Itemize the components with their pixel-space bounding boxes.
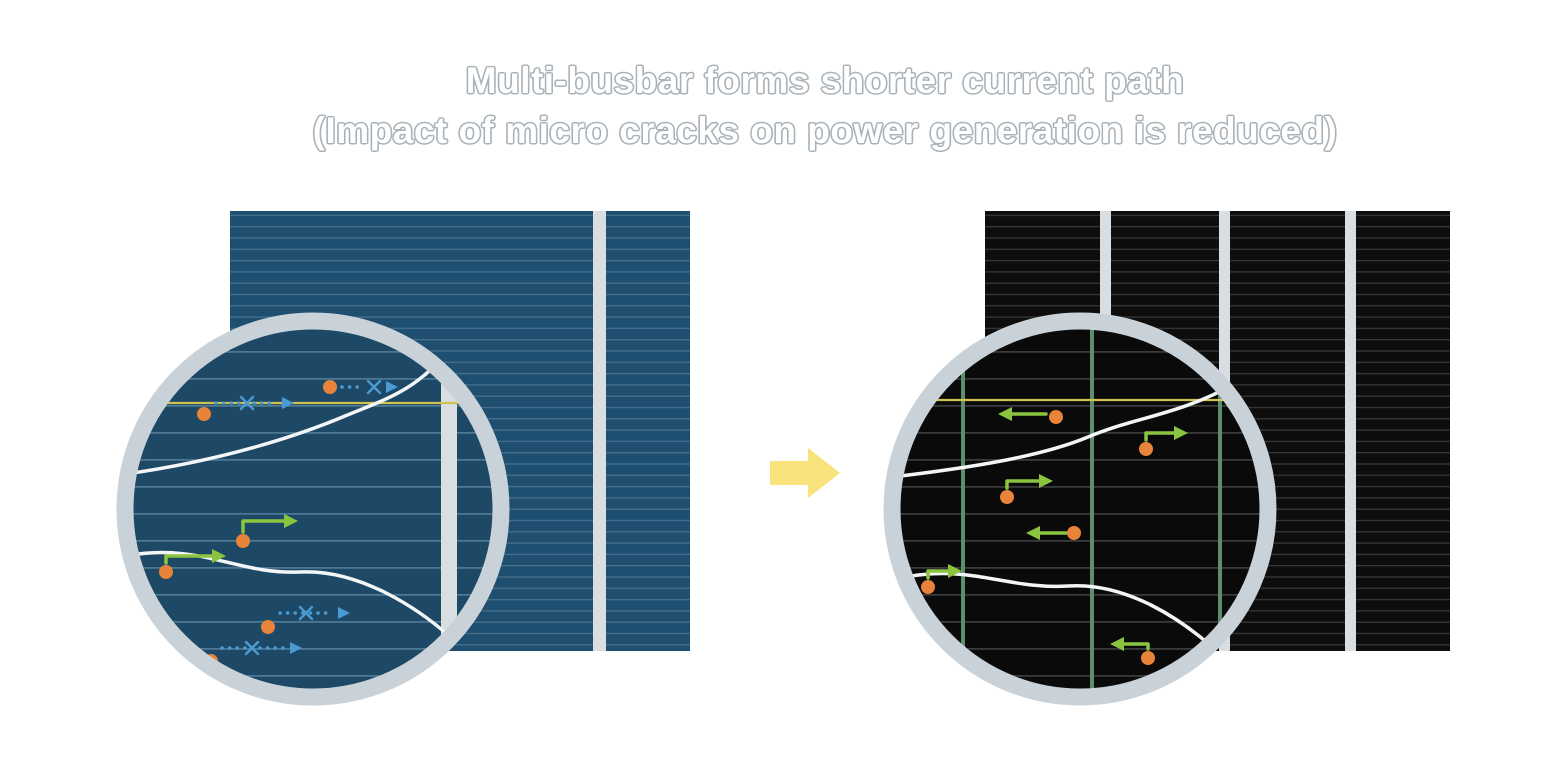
electron-dot xyxy=(921,580,935,594)
current-path xyxy=(926,569,952,580)
arrowhead-icon xyxy=(290,642,302,654)
arrowhead-icon xyxy=(338,607,350,619)
transition-arrow-icon xyxy=(770,448,840,498)
arrowhead-icon xyxy=(282,397,294,409)
cross-mark-icon xyxy=(298,605,314,621)
electron-dot xyxy=(323,380,337,394)
arrowhead-icon xyxy=(386,381,398,393)
electron-dot xyxy=(236,534,250,548)
magnifier-ring xyxy=(883,312,1277,706)
current-path xyxy=(164,554,216,565)
arrowhead-icon xyxy=(1026,526,1040,540)
cross-mark-icon xyxy=(366,379,382,395)
current-path xyxy=(1005,479,1043,490)
current-paths xyxy=(159,514,298,579)
electron-dot xyxy=(1049,410,1063,424)
micro-crack xyxy=(124,550,466,652)
magnified-busbar xyxy=(441,320,457,698)
busbar xyxy=(1345,211,1356,651)
arrowhead-icon xyxy=(998,407,1012,421)
current-paths xyxy=(921,407,1188,665)
right-magnifier xyxy=(883,312,1277,706)
current-path xyxy=(1120,642,1150,651)
right-magnifier-content xyxy=(891,320,1269,698)
title-line-2: (Impact of micro cracks on power generat… xyxy=(312,110,1338,151)
cross-mark-icon xyxy=(244,640,260,656)
magnifier-ring xyxy=(116,312,510,706)
magnified-cell-surface xyxy=(124,320,502,698)
blocked-current-paths xyxy=(197,379,398,668)
current-path xyxy=(241,519,288,534)
magnified-cell-surface xyxy=(891,320,1269,698)
arrowhead-icon xyxy=(1110,637,1124,651)
arrowhead-icon xyxy=(1039,474,1053,488)
electron-dot xyxy=(1000,490,1014,504)
electron-dot xyxy=(261,620,275,634)
arrowhead-icon xyxy=(1174,426,1188,440)
busbar xyxy=(593,211,606,651)
micro-crack xyxy=(891,381,1238,479)
cross-mark-icon xyxy=(239,395,255,411)
title-line-1: Multi-busbar forms shorter current path xyxy=(465,60,1185,101)
electron-dot xyxy=(1141,651,1155,665)
electron-dot xyxy=(159,565,173,579)
diagram-title: Multi-busbar forms shorter current path … xyxy=(92,56,1558,156)
electron-dot xyxy=(1067,526,1081,540)
arrowhead-icon xyxy=(212,549,226,563)
micro-crack xyxy=(124,348,451,476)
current-path xyxy=(1144,431,1178,442)
arrowhead-icon xyxy=(284,514,298,528)
electron-dot xyxy=(197,407,211,421)
left-magnifier-content xyxy=(124,320,502,698)
arrowhead-icon xyxy=(948,564,962,578)
electron-dot xyxy=(1139,442,1153,456)
left-magnifier xyxy=(116,312,510,706)
